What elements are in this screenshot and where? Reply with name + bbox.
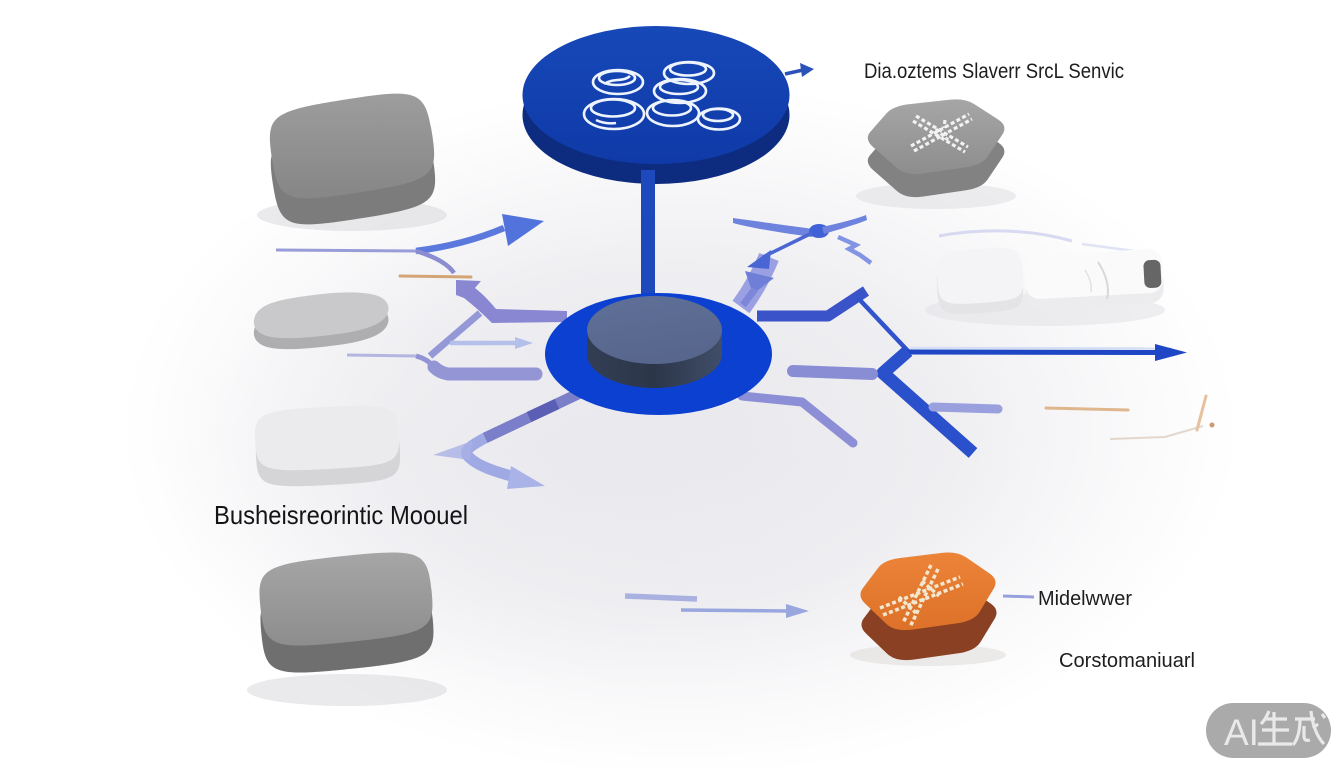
svg-text:AI: AI — [1224, 712, 1259, 753]
svg-text:Corstomaniuarl: Corstomaniuarl — [1059, 650, 1195, 672]
svg-text:Busheisreorintic Moouel: Busheisreorintic Moouel — [214, 500, 468, 530]
svg-text:Dia.oztems Slaverr SrcL Senvic: Dia.oztems Slaverr SrcL Senvic — [864, 60, 1124, 83]
svg-text:Midelwwer: Midelwwer — [1038, 588, 1132, 610]
